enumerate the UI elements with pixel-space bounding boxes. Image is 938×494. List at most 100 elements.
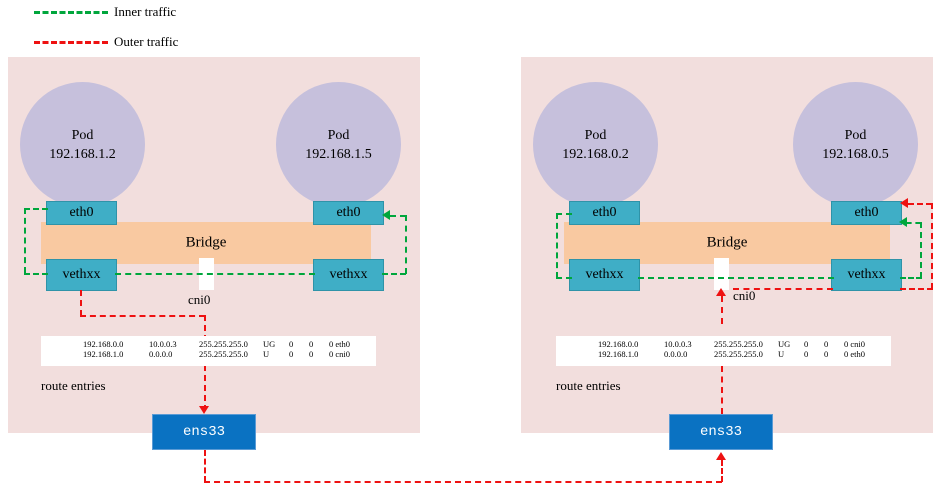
route-cell-genmask: 255.255.255.0: [199, 339, 248, 349]
route-cell-use-iface: 0 eth0: [329, 339, 351, 349]
route-cell-metric: 0: [804, 349, 809, 359]
outer-path-left-v1: [80, 290, 82, 316]
interface-eth0-left-2[interactable]: eth0: [313, 201, 384, 225]
route-cell-ref: 0: [824, 339, 829, 349]
interface-eth0-right-2[interactable]: eth0: [831, 201, 902, 225]
outer-path-left-h1: [80, 315, 205, 317]
inner-path-left-top-h: [24, 208, 48, 210]
outer-path-right-v-cni: [721, 296, 723, 324]
inner-traffic-dash-icon: [34, 11, 108, 14]
pod-ip: 192.168.0.2: [562, 146, 629, 162]
route-entries-caption-left: route entries: [41, 378, 106, 393]
outer-path-left-arrowhead-ens: [199, 406, 209, 414]
route-cell-flags: UG: [778, 339, 791, 349]
route-cell-flags: U: [263, 349, 270, 359]
pod-label-left-2: Pod 192.168.1.5: [276, 126, 401, 164]
pod-circle-left-2: Pod 192.168.1.5: [276, 82, 401, 207]
ens33-box-right[interactable]: ens33: [669, 414, 773, 450]
route-table-left: 192.168.0.0 10.0.0.3 255.255.255.0 UG 0 …: [41, 339, 376, 359]
inner-path-right-top-h: [556, 213, 572, 215]
route-cell-genmask: 255.255.255.0: [199, 349, 248, 359]
interface-vethxx-right-2[interactable]: vethxx: [831, 259, 902, 291]
pod-ip: 192.168.0.5: [822, 146, 889, 162]
pod-label-right-1: Pod 192.168.0.2: [533, 126, 658, 164]
interface-eth0-left-1[interactable]: eth0: [46, 201, 117, 225]
outer-path-right-arrowhead-eth0: [900, 198, 908, 208]
cni0-label-right: cni0: [733, 288, 756, 303]
route-cell-use-iface: 0 cni0: [844, 339, 866, 349]
inner-path-left-arrowhead: [382, 210, 390, 220]
pod-ip: 192.168.1.2: [49, 146, 116, 162]
inner-path-left-vertical: [24, 208, 26, 273]
legend-label-inner-traffic: Inner traffic: [114, 4, 177, 19]
interface-vethxx-left-2[interactable]: vethxx: [313, 259, 384, 291]
outer-traffic-dash-icon: [34, 41, 108, 44]
pod-label-right-2: Pod 192.168.0.5: [793, 126, 918, 164]
outer-path-right-v-up: [931, 203, 933, 289]
inner-path-left-right-vertical: [405, 215, 407, 274]
pod-title: Pod: [844, 127, 867, 143]
bridge-label-left: Bridge: [185, 234, 227, 251]
cni0-label-left: cni0: [188, 292, 211, 307]
pod-title: Pod: [584, 127, 607, 143]
route-cell-use-iface: 0 eth0: [844, 349, 866, 359]
inner-path-right-vertical: [556, 213, 558, 278]
pod-title: Pod: [71, 127, 94, 143]
route-table-right: 192.168.0.0 10.0.0.3 255.255.255.0 UG 0 …: [556, 339, 891, 359]
outer-path-right-arrowhead-ens: [716, 452, 726, 460]
interface-eth0-right-1[interactable]: eth0: [569, 201, 640, 225]
inner-path-left-right-top-h: [390, 215, 406, 217]
route-cell-metric: 0: [804, 339, 809, 349]
table-row: 192.168.0.0 10.0.0.3 255.255.255.0 UG 0 …: [556, 339, 891, 349]
legend-item-inner-traffic: Inner traffic: [18, 2, 278, 24]
outer-path-right-arrowhead-cni0: [716, 288, 726, 296]
route-cell-ref: 0: [309, 349, 314, 359]
interface-vethxx-left-1[interactable]: vethxx: [46, 259, 117, 291]
outer-link-bottom-horizontal: [204, 481, 722, 483]
pod-circle-right-2: Pod 192.168.0.5: [793, 82, 918, 207]
pod-circle-right-1: Pod 192.168.0.2: [533, 82, 658, 207]
legend-label-outer-traffic: Outer traffic: [114, 34, 179, 49]
outer-path-right-h-into-eth0: [908, 203, 932, 205]
route-cell-use-iface: 0 cni0: [329, 349, 351, 359]
pod-circle-left-1: Pod 192.168.1.2: [20, 82, 145, 207]
table-row: 192.168.1.0 0.0.0.0 255.255.255.0 U 0 0 …: [41, 349, 376, 359]
route-cell-genmask: 255.255.255.0: [714, 349, 763, 359]
outer-path-right-h-bridgebottom: [733, 288, 833, 290]
inner-path-left-bottom-h: [24, 273, 48, 275]
route-cell-gateway: 10.0.0.3: [149, 339, 177, 349]
legend: Inner traffic Outer traffic: [18, 2, 278, 52]
route-entries-box-right: 192.168.0.0 10.0.0.3 255.255.255.0 UG 0 …: [556, 336, 891, 366]
route-cell-metric: 0: [289, 339, 294, 349]
outer-path-right-v-to-ens: [721, 366, 723, 414]
inner-path-right-right-vertical: [920, 222, 922, 278]
route-cell-genmask: 255.255.255.0: [714, 339, 763, 349]
bridge-bar-left: Bridge: [41, 222, 371, 264]
pod-label-left-1: Pod 192.168.1.2: [20, 126, 145, 164]
bridge-bar-right: Bridge: [564, 222, 890, 264]
ens33-box-left[interactable]: ens33: [152, 414, 256, 450]
route-cell-gateway: 0.0.0.0: [149, 349, 173, 359]
outer-link-left-down: [204, 450, 206, 482]
interface-vethxx-right-1[interactable]: vethxx: [569, 259, 640, 291]
route-cell-gateway: 0.0.0.0: [664, 349, 688, 359]
pod-title: Pod: [327, 127, 350, 143]
route-entries-box-left: 192.168.0.0 10.0.0.3 255.255.255.0 UG 0 …: [41, 336, 376, 366]
route-cell-destination: 192.168.0.0: [598, 339, 639, 349]
outer-path-right-h-exit: [900, 288, 933, 290]
bridge-label-right: Bridge: [706, 234, 748, 251]
outer-link-right-up: [721, 460, 723, 482]
route-cell-ref: 0: [309, 339, 314, 349]
pod-ip: 192.168.1.5: [305, 146, 372, 162]
route-cell-destination: 192.168.0.0: [83, 339, 124, 349]
inner-path-right-bottom-h: [556, 277, 572, 279]
route-entries-caption-right: route entries: [556, 378, 621, 393]
route-cell-metric: 0: [289, 349, 294, 359]
inner-path-right-right-bottom-h: [900, 277, 922, 279]
route-cell-flags: UG: [263, 339, 276, 349]
cni0-slot-right: [714, 258, 729, 290]
inner-path-right-arrowhead: [899, 217, 907, 227]
route-cell-gateway: 10.0.0.3: [664, 339, 692, 349]
route-cell-destination: 192.168.1.0: [83, 349, 124, 359]
route-cell-flags: U: [778, 349, 785, 359]
